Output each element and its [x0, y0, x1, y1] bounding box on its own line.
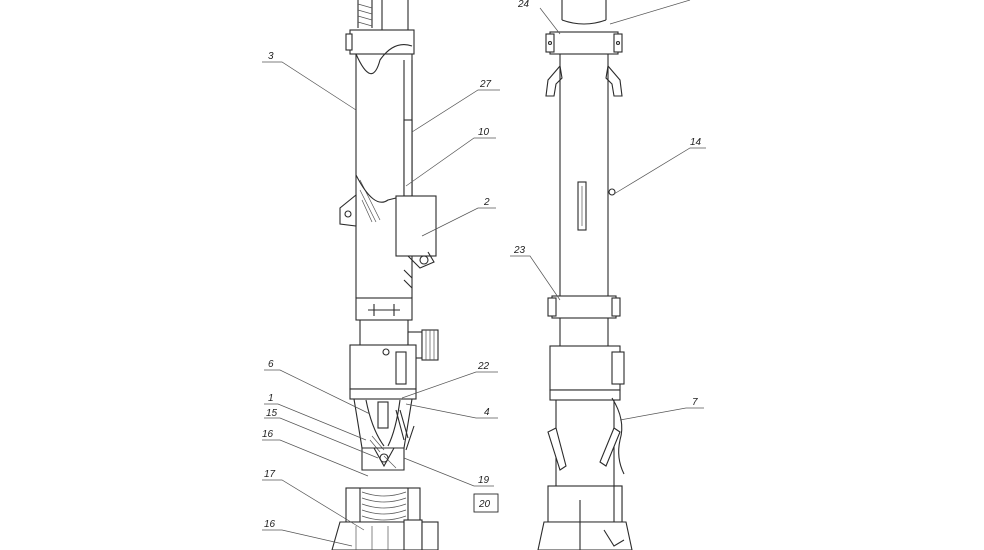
- callout-27: 27: [479, 79, 492, 90]
- callout-23: 23: [513, 245, 526, 256]
- callout-7: 7: [692, 397, 698, 408]
- callout-2: 2: [483, 197, 490, 208]
- callout-15: 15: [266, 408, 278, 419]
- right-assembly-view: [537, 0, 633, 550]
- callout-1: 1: [268, 393, 274, 404]
- callout-20: 20: [478, 499, 491, 510]
- callout-20-box: [473, 493, 499, 513]
- callout-19: 19: [478, 475, 490, 486]
- callout-3: 3: [268, 51, 274, 62]
- callout-17: 17: [264, 469, 276, 480]
- callout-22: 22: [477, 361, 490, 372]
- callout-labels: 3 27 10 2 6 22 1 15 4 16 19 20 17 16 24 …: [262, 0, 702, 530]
- callout-24: 24: [517, 0, 530, 10]
- callout-6: 6: [268, 359, 274, 370]
- leader-lines: [262, 0, 706, 547]
- callout-14: 14: [690, 137, 702, 148]
- callout-16a: 16: [262, 429, 274, 440]
- left-assembly-view: [331, 0, 439, 550]
- callout-16b: 16: [264, 519, 276, 530]
- callout-10: 10: [478, 127, 490, 138]
- callout-4: 4: [484, 407, 490, 418]
